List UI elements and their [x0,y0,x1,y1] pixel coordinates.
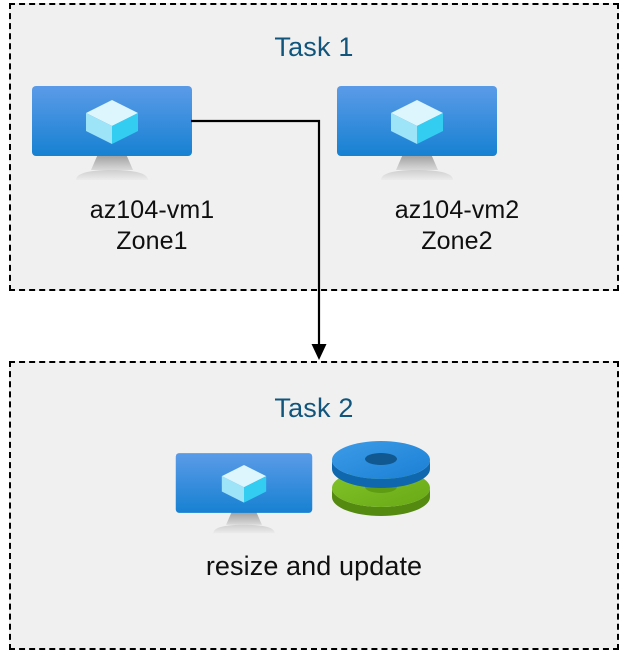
connector-arrowhead [311,344,327,360]
task-2-title: Task 2 [274,393,354,423]
task-2-caption: resize and update [205,551,423,581]
virtual-machine-icon [32,80,272,182]
virtual-machine-icon[interactable] [148,448,340,540]
task-1-title: Task 1 [274,32,354,62]
node-az104-vm2[interactable]: az104-vm2 Zone2 [337,80,577,256]
node-label-az104-vm1: az104-vm1 Zone1 [89,196,215,255]
virtual-machine-icon [337,80,577,182]
managed-disks-icon[interactable] [331,440,431,523]
node-label-az104-vm2: az104-vm2 Zone2 [394,196,520,255]
node-az104-vm1[interactable]: az104-vm1 Zone1 [32,80,272,256]
task-2-container: Task 2 [9,361,619,650]
task-2-icon-row [9,440,619,535]
